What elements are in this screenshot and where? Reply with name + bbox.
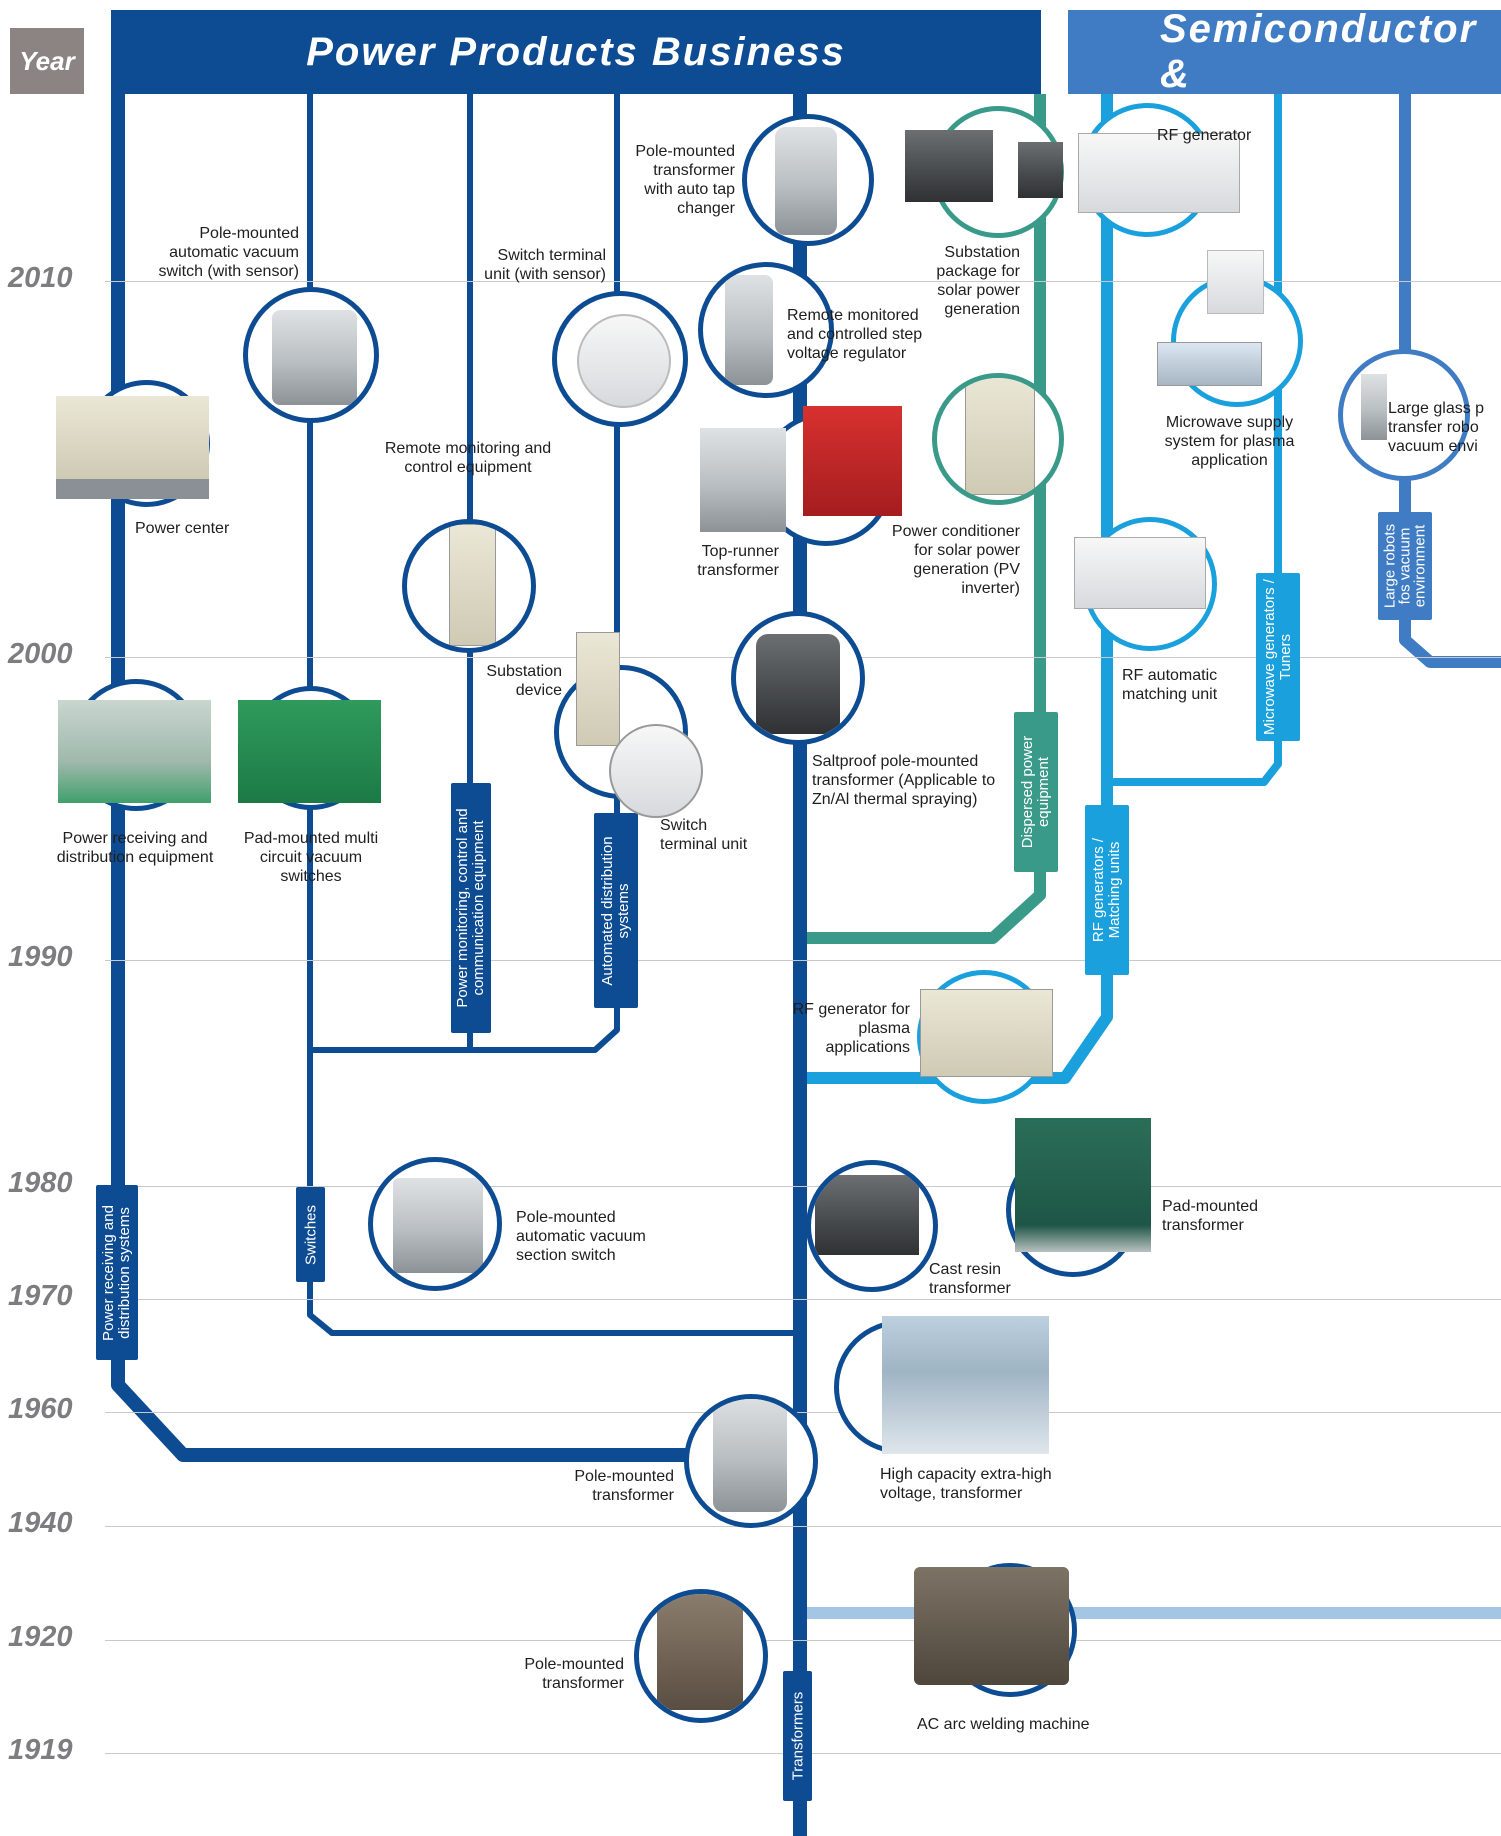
remote-monitoring-photo: [449, 524, 496, 646]
pole-auto-tap-circle: [742, 114, 874, 246]
branch-label-power-receiving: Power receiving and distribution systems: [96, 1185, 138, 1360]
label-substation-device: Substation device: [486, 663, 562, 699]
rf-plasma-photo: [920, 989, 1053, 1077]
large-glass-photo: [1361, 374, 1387, 440]
switch-terminal-sensor-circle: [552, 291, 688, 427]
top-runner-photo-1: [700, 428, 786, 532]
power-conditioner-circle: [932, 373, 1064, 505]
branch-label-transformers: Transformers: [783, 1671, 812, 1801]
gridline-1960: [105, 1412, 1501, 1413]
top-runner-photo-2: [803, 406, 902, 516]
high-capacity-photo: [882, 1316, 1049, 1454]
switch-terminal-photo: [609, 724, 703, 818]
label-remote-step-regulator: Remote monitored and controlled step vol…: [787, 307, 923, 362]
switch-terminal-sensor-photo: [577, 314, 671, 408]
year-header: Year: [10, 28, 84, 94]
gridline-1980: [105, 1186, 1501, 1187]
remote-step-regulator-photo: [725, 275, 773, 385]
pole-auto-section-photo: [393, 1178, 483, 1273]
label-switch-terminal: Switch terminal unit: [660, 817, 748, 853]
label-microwave-supply: Microwave supply system for plasma appli…: [1164, 414, 1295, 469]
semiconductor-header: Semiconductor &: [1068, 7, 1501, 96]
label-pole-auto-vacuum-sensor: Pole-mounted automatic vacuum switch (wi…: [158, 225, 299, 280]
label-ac-arc: AC arc welding machine: [917, 1716, 1090, 1733]
label-pole-transformer-1920: Pole-mounted transformer: [524, 1656, 624, 1692]
year-1970: 1970: [8, 1280, 73, 1312]
label-saltproof: Saltproof pole-mounted transformer (Appl…: [812, 753, 996, 808]
gridline-1990: [105, 960, 1501, 961]
pole-auto-vacuum-sensor-circle: [243, 287, 379, 423]
label-rf-matching: RF automatic matching unit: [1122, 667, 1218, 703]
branch-label-switches: Switches: [296, 1187, 325, 1282]
cast-resin-circle: [806, 1160, 938, 1292]
remote-step-regulator-circle: [698, 262, 834, 398]
pole-transformer-1960-circle: [684, 1394, 818, 1528]
label-pad-multi-circuit: Pad-mounted multi circuit vacuum switche…: [243, 830, 379, 885]
label-power-center: Power center: [135, 520, 230, 537]
pad-multi-circuit-photo: [238, 700, 381, 803]
microwave-line: [1107, 94, 1282, 786]
cast-resin-photo: [815, 1175, 919, 1255]
label-pad-transformer: Pad-mounted transformer: [1162, 1198, 1259, 1234]
gridline-1920: [105, 1640, 1501, 1641]
pole-transformer-1960-photo: [713, 1399, 787, 1512]
label-remote-monitoring: Remote monitoring and control equipment: [384, 440, 552, 476]
label-power-receiving-eq: Power receiving and distribution equipme…: [56, 830, 214, 866]
year-2010: 2010: [8, 262, 73, 294]
label-cast-resin: Cast resin transformer: [929, 1261, 1011, 1297]
saltproof-circle: [731, 611, 865, 745]
year-1980: 1980: [8, 1167, 73, 1199]
label-substation-solar: Substation package for solar power gener…: [936, 244, 1020, 318]
label-pole-auto-section: Pole-mounted automatic vacuum section sw…: [516, 1209, 646, 1264]
large-glass-circle: [1338, 349, 1470, 481]
label-high-capacity: High capacity extra-high voltage, transf…: [880, 1466, 1052, 1502]
pole-auto-tap-photo: [775, 127, 837, 235]
year-1919: 1919: [8, 1734, 73, 1766]
label-pole-transformer-1960: Pole-mounted transformer: [574, 1468, 674, 1504]
power-products-header: Power Products Business: [111, 10, 1041, 94]
gridline-1940: [105, 1526, 1501, 1527]
pole-transformer-1920-photo: [657, 1594, 743, 1710]
label-top-runner: Top-runner transformer: [697, 543, 779, 579]
saltproof-photo: [756, 634, 840, 734]
year-2000: 2000: [8, 638, 73, 670]
power-center-photo: [56, 396, 209, 499]
year-1960: 1960: [8, 1393, 73, 1425]
gridline-1970: [105, 1299, 1501, 1300]
pole-auto-section-circle: [368, 1157, 502, 1291]
branch-label-rf-generators: RF generators / Matching units: [1085, 805, 1129, 975]
microwave-supply-photo-1: [1207, 250, 1264, 314]
year-1940: 1940: [8, 1507, 73, 1539]
label-rf-generator: RF generator: [1157, 127, 1252, 144]
automated-distribution-line: [310, 94, 620, 1053]
label-pole-auto-tap: Pole-mounted transformer with auto tap c…: [635, 143, 735, 217]
branch-label-dispersed-power: Dispersed power equipment: [1014, 712, 1058, 872]
ac-arc-photo: [914, 1567, 1069, 1685]
label-power-conditioner: Power conditioner for solar power genera…: [891, 523, 1020, 597]
branch-label-automated-distribution: Automated distribution systems: [594, 813, 638, 1008]
branch-label-microwave: Microwave generators / Tuners: [1256, 573, 1300, 741]
year-1920: 1920: [8, 1621, 73, 1653]
substation-solar-photo-1: [905, 130, 993, 202]
dispersed-power-line: [800, 94, 1046, 944]
branch-label-large-robots: Large robots fos vacuum environment: [1378, 512, 1432, 620]
rf-generator-photo: [1078, 133, 1240, 213]
power-receiving-eq-photo: [58, 700, 211, 803]
substation-device-photo: [576, 632, 620, 746]
power-conditioner-photo: [965, 378, 1035, 495]
microwave-supply-photo-2: [1157, 342, 1262, 386]
label-large-glass: Large glass p transfer robo vacuum envi: [1388, 400, 1485, 455]
branch-label-power-monitoring: Power monitoring, control and communicat…: [451, 783, 491, 1033]
rf-matching-photo: [1074, 537, 1206, 609]
pole-transformer-1920-circle: [634, 1589, 768, 1723]
pad-transformer-photo: [1015, 1118, 1151, 1252]
year-1990: 1990: [8, 941, 73, 973]
label-rf-plasma: RF generator for plasma applications: [792, 1001, 910, 1056]
pole-auto-vacuum-sensor-photo: [272, 310, 357, 405]
remote-monitoring-circle: [402, 519, 536, 653]
label-switch-terminal-sensor: Switch terminal unit (with sensor): [484, 247, 606, 283]
substation-solar-photo-2: [1018, 142, 1063, 198]
